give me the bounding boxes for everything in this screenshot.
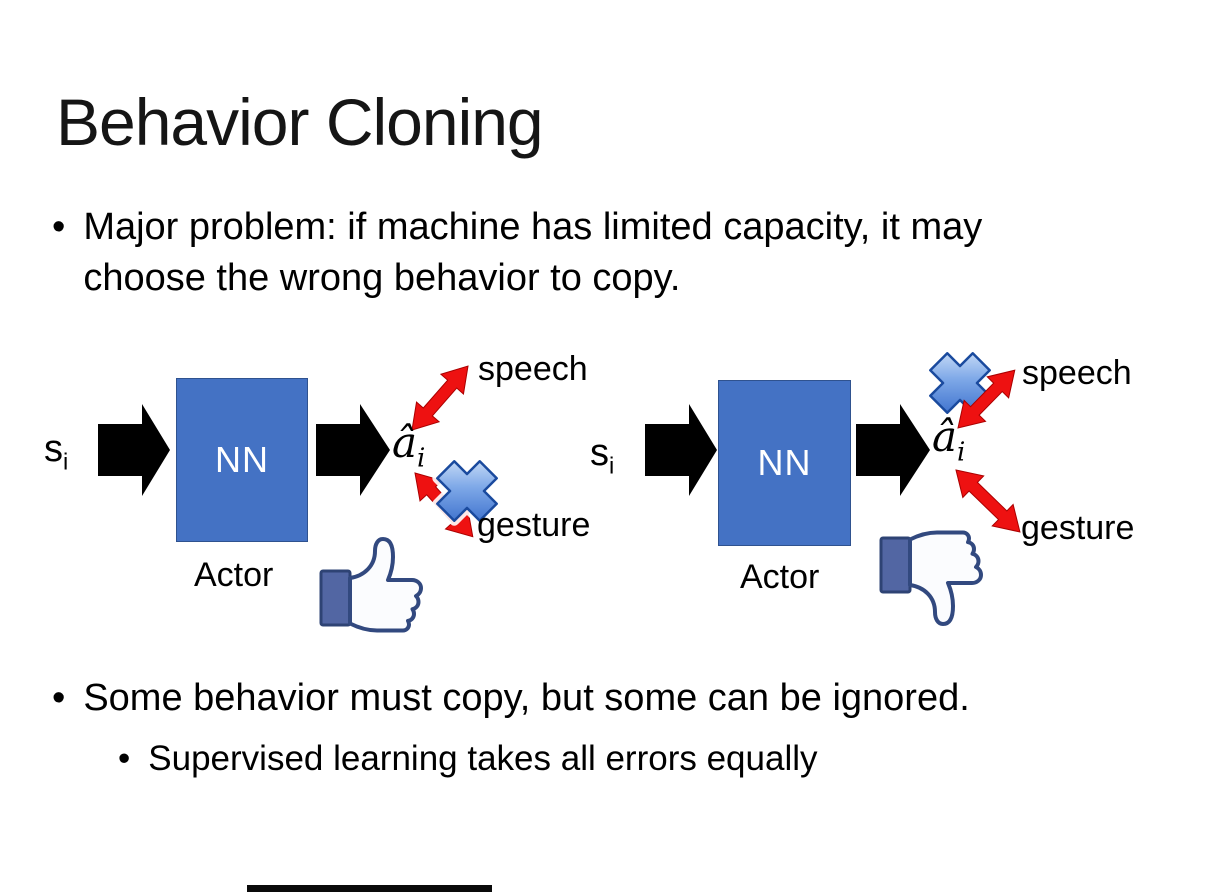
thumbs-up-icon (319, 537, 423, 633)
bullet-some-behavior-text: Some behavior must copy, but some can be… (83, 677, 970, 719)
right-nn-box: NN (718, 380, 851, 546)
right-state-label: si (590, 432, 615, 479)
left-actor-label: Actor (194, 556, 274, 594)
left-nn-label: NN (215, 439, 269, 480)
left-speech-label: speech (478, 350, 588, 388)
left-action-label: âi (392, 418, 426, 474)
bullet-marker: • (52, 206, 66, 248)
left-gesture-double-arrow-icon (414, 472, 474, 538)
slide-title: Behavior Cloning (56, 85, 544, 160)
right-speech-label: speech (1022, 354, 1132, 392)
right-nn-label: NN (757, 442, 812, 483)
bullet-marker: • (52, 677, 66, 719)
left-input-arrow-icon (98, 404, 170, 496)
bullet-supervised-text: Supervised learning takes all errors equ… (148, 739, 818, 778)
left-gesture-label: gesture (477, 506, 591, 544)
right-action-label: âi (932, 412, 966, 468)
right-input-arrow-icon (645, 404, 717, 496)
bullet-marker: • (118, 739, 131, 778)
right-gesture-double-arrow-icon (955, 469, 1021, 533)
left-nn-box: NN (176, 378, 308, 542)
right-gesture-label: gesture (1021, 509, 1135, 547)
thumbs-down-icon (879, 530, 983, 626)
right-output-arrow-icon (856, 404, 930, 496)
left-state-label: si (44, 428, 69, 475)
bullet-major-problem: • Major problem: if machine has limited … (52, 202, 1035, 304)
left-output-arrow-icon (316, 404, 390, 496)
bullet-some-behavior: • Some behavior must copy, but some can … (52, 674, 1183, 723)
cropped-content-artifact (247, 885, 492, 892)
bullet-major-problem-text: Major problem: if machine has limited ca… (83, 206, 983, 299)
bullet-supervised: • Supervised learning takes all errors e… (118, 736, 1148, 782)
right-actor-label: Actor (740, 558, 820, 596)
